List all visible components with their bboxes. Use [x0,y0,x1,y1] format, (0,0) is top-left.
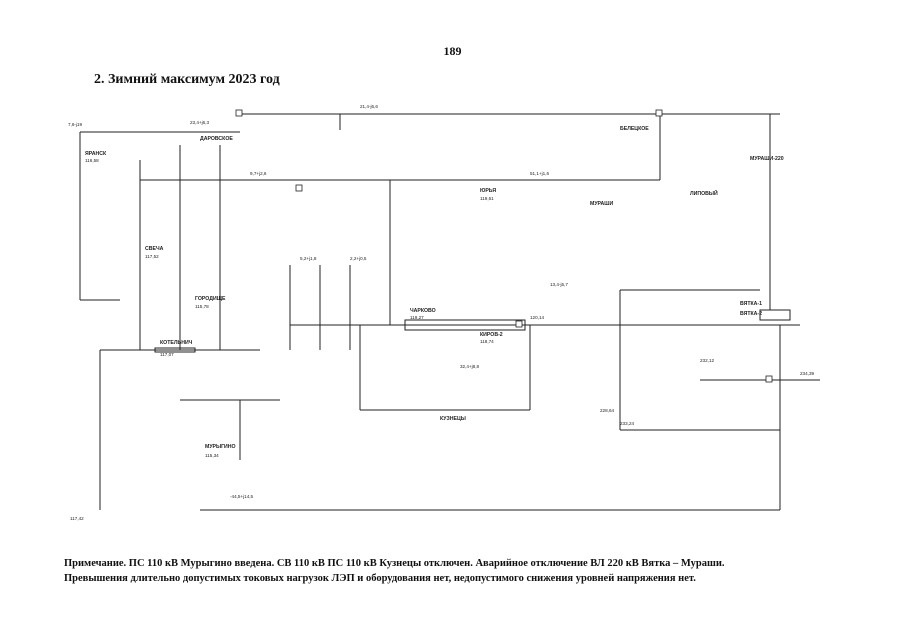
node-label: ЧАРКОВО [410,308,436,314]
value-label: 119,61 [480,196,494,201]
value-label: 115,34 [205,453,219,458]
value-label: 233,24 [620,421,634,426]
value-label: 232,12 [700,358,714,363]
node-label: ДАРОВСКОЕ [200,136,233,142]
value-label: 119,27 [410,315,424,320]
page-number: 189 [443,44,462,58]
value-label: 5,2+j1,8 [300,256,317,261]
value-label: -44,5+j14,5 [230,494,254,499]
switch-icon [765,375,773,383]
node-label: БЕЛЕЦКОЕ [620,126,649,132]
value-label: 120,14 [530,315,544,320]
node-label: МУРАШИ [590,201,614,207]
switch-icon [515,320,523,328]
value-label: 51,1+j1,6 [530,171,549,176]
node-label: ВЯТКА-1 [740,301,762,307]
value-label: 116,58 [85,158,99,163]
node-label: СВЕЧА [145,246,164,252]
node-label: МУРЫГИНО [205,444,236,450]
value-label: 21,4-j6,6 [360,104,378,109]
switch-icon [655,109,663,117]
note: Примечание. ПС 110 кВ Мурыгино введена. … [64,556,854,586]
busbar [154,347,196,353]
diagram-svg: КОТЕЛЬНИЧ СВЕЧА ГОРОДИЩЕ ЯРАНСК ЮРЬЯ МУР… [68,104,820,521]
node-label: ЛИПОВЫЙ [690,189,718,197]
switch-icon [235,109,243,117]
value-label: 234,39 [800,371,814,376]
busbar [404,319,526,331]
note-line: Превышения длительно допустимых токовых … [64,573,696,584]
node-label: КОТЕЛЬНИЧ [160,340,193,346]
value-label: 117,07 [160,352,174,357]
value-label: 9,7+j2,6 [250,171,267,176]
value-label: 2,2+j0,5 [350,256,367,261]
value-label: 115,78 [195,304,209,309]
node-label: КУЗНЕЦЫ [440,416,466,422]
value-label: 23,4+j6,3 [190,120,209,125]
value-label: 117,52 [145,254,159,259]
section-title: 2. Зимний максимум 2023 год [94,72,280,87]
value-label: 13,4-j5,7 [550,282,568,287]
value-label: 32,4+j8,8 [460,364,479,369]
note-line: Примечание. ПС 110 кВ Мурыгино введена. … [64,558,725,569]
node-label: МУРАШИ-220 [750,156,784,162]
node-label: ЮРЬЯ [480,188,496,194]
node-label: ГОРОДИЩЕ [195,296,226,302]
node-label: КИРОВ-2 [480,332,503,338]
value-label: 117,42 [70,516,84,521]
switch-icon [295,184,303,192]
busbar [759,309,791,321]
value-label: 7,6-j19 [68,122,82,127]
node-label: ЯРАНСК [85,151,107,157]
power-grid-diagram: КОТЕЛЬНИЧ СВЕЧА ГОРОДИЩЕ ЯРАНСК ЮРЬЯ МУР… [60,100,840,530]
value-label: 228,64 [600,408,614,413]
node-label: ВЯТКА-2 [740,311,762,317]
value-label: 118,74 [480,339,494,344]
